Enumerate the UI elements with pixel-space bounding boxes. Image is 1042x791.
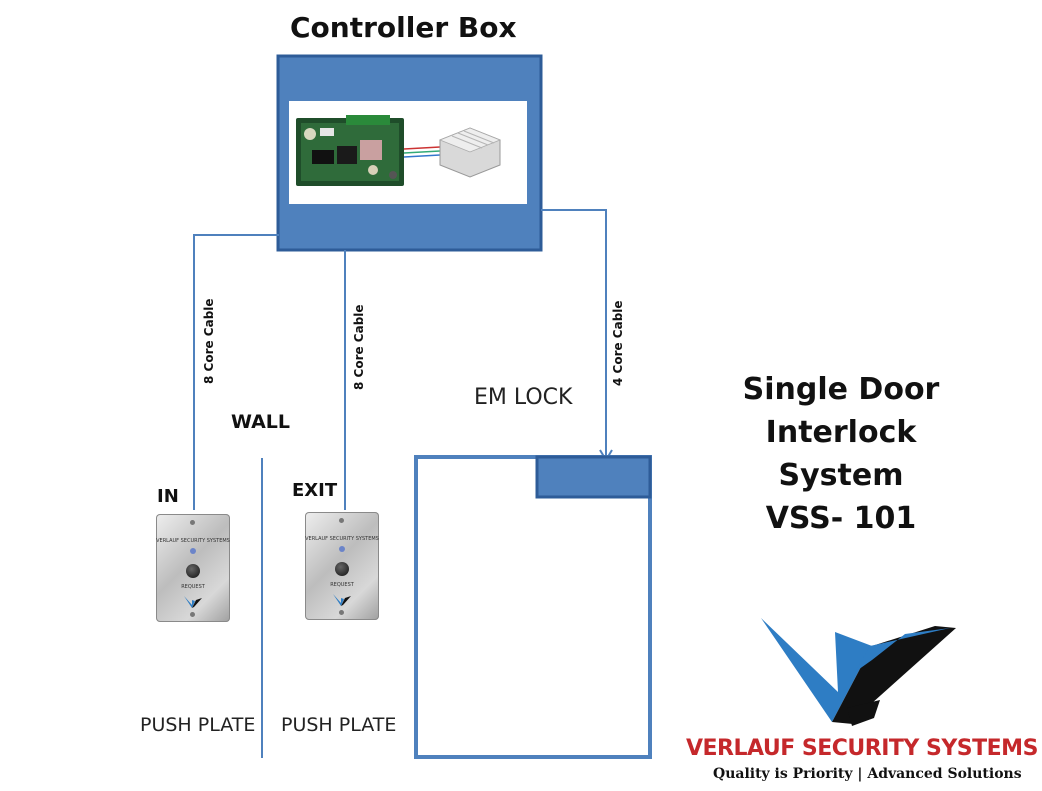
brand-tagline: Quality is Priority | Advanced Solutions bbox=[713, 766, 1022, 782]
in-label: IN bbox=[157, 486, 179, 507]
door-frame bbox=[414, 455, 652, 759]
cable-label-in: 8 Core Cable bbox=[202, 298, 216, 384]
em-lock-label: EM LOCK bbox=[474, 385, 573, 410]
system-title-line1: Single Door bbox=[742, 372, 940, 407]
plate-brand-text: VERLAUF SECURITY SYSTEMS bbox=[305, 536, 379, 542]
plate-led-icon bbox=[190, 548, 196, 554]
system-title-line2: Interlock System bbox=[765, 415, 917, 493]
plate-logo-icon bbox=[333, 594, 351, 606]
em-lock-block bbox=[535, 455, 652, 499]
system-title: Single Door Interlock System VSS- 101 bbox=[700, 368, 982, 540]
push-plate-exit-label: PUSH PLATE bbox=[281, 714, 397, 736]
controller-pcb bbox=[296, 115, 404, 186]
cable-label-exit: 8 Core Cable bbox=[352, 304, 366, 390]
cable-label-lock: 4 Core Cable bbox=[611, 300, 625, 386]
system-title-line3: VSS- 101 bbox=[765, 501, 917, 536]
request-button-icon bbox=[186, 564, 200, 578]
verlauf-logo bbox=[761, 618, 956, 726]
plate-led-icon bbox=[339, 546, 345, 552]
wall-label: WALL bbox=[231, 411, 291, 433]
controller-box-title: Controller Box bbox=[290, 11, 517, 44]
power-supply-unit bbox=[438, 127, 502, 178]
plate-brand-text: VERLAUF SECURITY SYSTEMS bbox=[156, 538, 230, 544]
exit-label: EXIT bbox=[292, 480, 338, 501]
wire-lock bbox=[541, 209, 607, 458]
plate-request-label: REQUEST bbox=[330, 582, 354, 588]
plate-logo-icon bbox=[184, 596, 202, 608]
push-plate-exit: VERLAUF SECURITY SYSTEMS REQUEST bbox=[305, 512, 379, 620]
wire-in bbox=[193, 234, 279, 510]
request-button-icon bbox=[335, 562, 349, 576]
plate-request-label: REQUEST bbox=[181, 584, 205, 590]
push-plate-in: VERLAUF SECURITY SYSTEMS REQUEST bbox=[156, 514, 230, 622]
brand-name: VERLAUF SECURITY SYSTEMS bbox=[686, 736, 1038, 761]
push-plate-in-label: PUSH PLATE bbox=[140, 714, 256, 736]
